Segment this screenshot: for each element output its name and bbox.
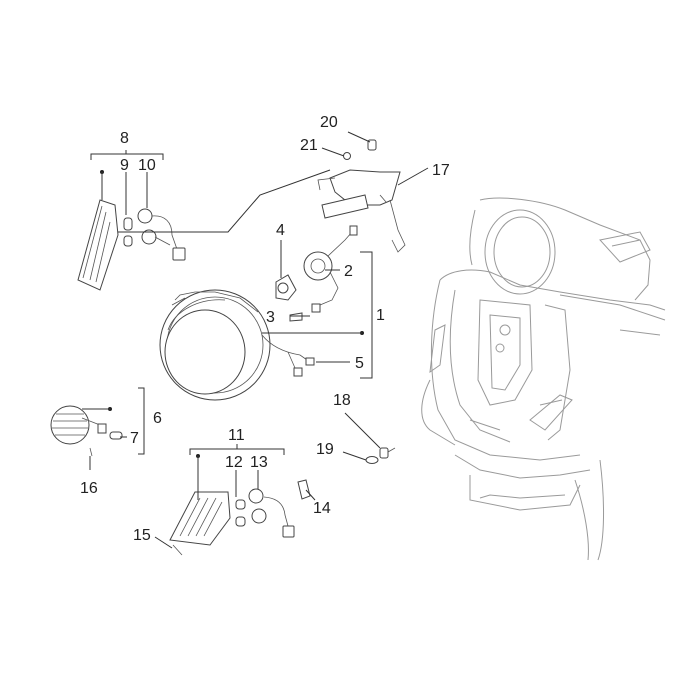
callout-18: 18 <box>333 392 351 409</box>
bulb-and-holder <box>275 225 358 322</box>
callout-9: 9 <box>120 157 129 174</box>
callout-labels: 1 2 3 4 5 6 7 8 9 10 11 12 13 14 15 16 1… <box>80 114 450 544</box>
callout-16: 16 <box>80 480 98 497</box>
callout-10: 10 <box>138 157 156 174</box>
callout-1: 1 <box>376 307 385 324</box>
callout-11: 11 <box>228 427 245 444</box>
callout-13: 13 <box>250 454 268 471</box>
part-group-6 <box>50 405 123 457</box>
callout-7: 7 <box>130 430 139 447</box>
callout-2: 2 <box>344 263 353 280</box>
callout-14: 14 <box>313 500 331 517</box>
headlight-assembly <box>159 289 315 401</box>
part-group-11 <box>169 479 311 556</box>
callout-4: 4 <box>276 222 285 239</box>
callout-21: 21 <box>300 137 318 154</box>
part-group-8 <box>77 199 186 291</box>
fastener-18-19 <box>365 447 396 464</box>
callout-8: 8 <box>120 130 129 147</box>
callout-20: 20 <box>320 114 338 131</box>
callout-5: 5 <box>355 355 364 372</box>
callout-6: 6 <box>153 410 162 427</box>
headlight-bracket <box>317 139 406 253</box>
leader-lines <box>82 131 429 549</box>
callout-19: 19 <box>316 441 334 458</box>
callout-12: 12 <box>225 454 243 471</box>
scooter-front-outline <box>421 197 666 561</box>
callout-15: 15 <box>133 527 151 544</box>
callout-3: 3 <box>266 309 275 326</box>
callout-17: 17 <box>432 162 450 179</box>
